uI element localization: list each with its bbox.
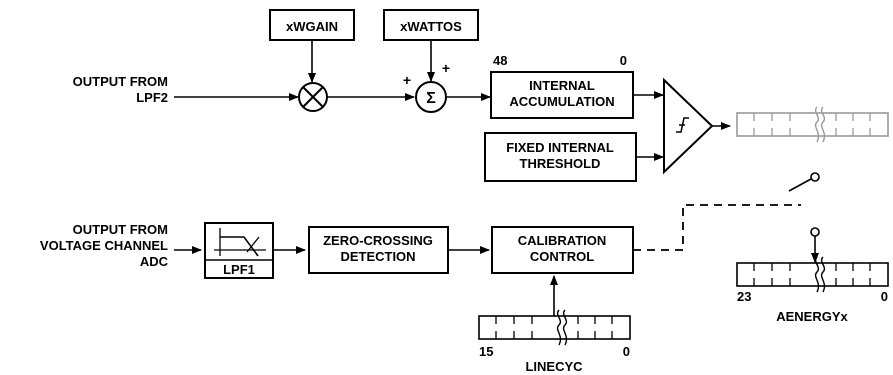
switch-icon: [788, 172, 820, 237]
calibration-control-box: [491, 226, 634, 274]
svg-text:LPF2: LPF2: [136, 90, 168, 105]
summing-junction-icon: Σ: [415, 81, 447, 113]
linecyc-lsb-label: 0: [623, 344, 630, 359]
lpf1-label: LPF1: [223, 262, 255, 277]
svg-text:CALIBRATION: CALIBRATION: [518, 233, 607, 248]
aenergy-register: [736, 256, 889, 293]
svg-text:ACCUMULATION: ACCUMULATION: [509, 94, 614, 109]
comparator-icon: [663, 77, 714, 175]
xwattos-label: xWATTOS: [400, 19, 462, 34]
multiplier-icon: [298, 82, 328, 112]
lowpass-filter-icon: [214, 228, 266, 257]
comparator-output-register: [736, 106, 889, 143]
zero-crossing-detection-box: [308, 226, 449, 274]
xwgain-label: xWGAIN: [286, 19, 338, 34]
linecyc-register-name: LINECYC: [525, 359, 583, 374]
sum-plus-top: +: [442, 60, 450, 76]
calibration-control-dashed-line: [633, 204, 801, 251]
svg-text:CONTROL: CONTROL: [530, 249, 594, 264]
lpf2-input-label: OUTPUT FROM LPF2: [73, 74, 168, 105]
linecyc-msb-label: 15: [479, 344, 493, 359]
svg-text:FIXED INTERNAL: FIXED INTERNAL: [506, 140, 614, 155]
accumulator-lsb-label: 0: [620, 53, 627, 68]
aenergy-msb-label: 23: [737, 289, 751, 304]
svg-text:OUTPUT FROM: OUTPUT FROM: [73, 222, 168, 237]
svg-text:VOLTAGE CHANNEL: VOLTAGE CHANNEL: [40, 238, 168, 253]
linecyc-register: [478, 309, 631, 346]
voltage-channel-input-label: OUTPUT FROM VOLTAGE CHANNEL ADC: [40, 222, 169, 269]
svg-text:THRESHOLD: THRESHOLD: [520, 156, 601, 171]
svg-text:OUTPUT FROM: OUTPUT FROM: [73, 74, 168, 89]
sigma-symbol: Σ: [426, 90, 436, 107]
svg-text:ADC: ADC: [140, 254, 169, 269]
aenergy-lsb-label: 0: [881, 289, 888, 304]
internal-accumulation-box: [490, 71, 634, 119]
accumulator-msb-label: 48: [493, 53, 507, 68]
sum-plus-left: +: [403, 72, 411, 88]
aenergy-register-name: AENERGYx: [776, 309, 848, 324]
svg-text:INTERNAL: INTERNAL: [529, 78, 595, 93]
svg-text:ZERO-CROSSING: ZERO-CROSSING: [323, 233, 433, 248]
svg-text:DETECTION: DETECTION: [340, 249, 415, 264]
